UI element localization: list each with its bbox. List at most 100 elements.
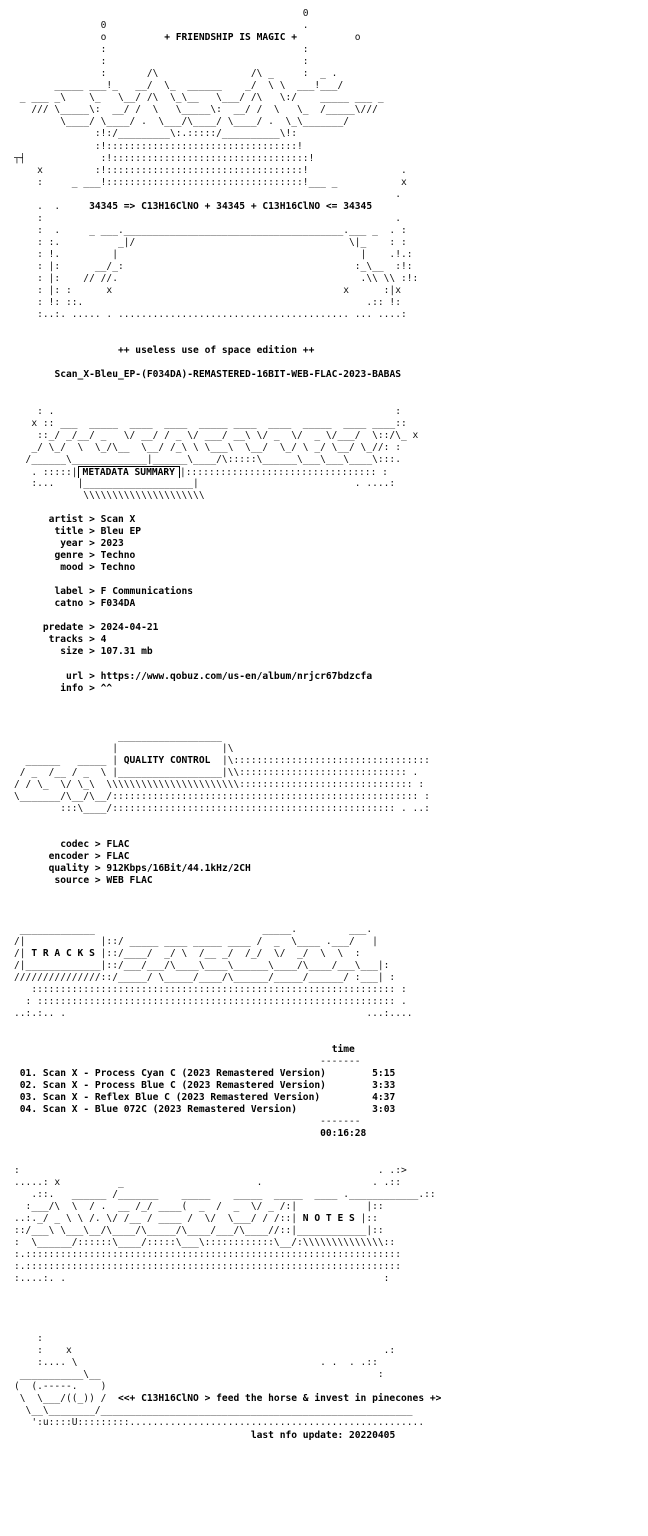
metadata-header: . :::::|METADATA SUMMARY|:::::::::::::::… <box>14 465 638 478</box>
ascii-art: : : <box>14 44 309 56</box>
meta-artist-value: Scan X <box>100 513 136 525</box>
ascii-art: ::::::::::::::::::::::::::::::::::::::::… <box>14 983 407 995</box>
tracks-time-header: time <box>14 1044 638 1056</box>
meta-mood-value: Techno <box>100 562 136 574</box>
formula-line: . . 34345 => C13H16ClNO + 34345 + C13H16… <box>14 200 373 212</box>
ascii-art: : <box>14 1333 43 1345</box>
last-update: last nfo update: 20220405 <box>250 1429 396 1441</box>
ascii-art: x :!::::::::::::::::::::::::::::::::::! … <box>14 164 407 176</box>
meta-tracks: tracks > 4 <box>48 634 107 646</box>
ascii-art: :.... \ . . . .:: <box>14 1357 378 1369</box>
ascii-art: : : <box>14 56 309 68</box>
tracks-total-line: 00:16:28 <box>14 1128 638 1140</box>
ascii-art: /| |::/ _____ ____ _____ ____ / _ \____ … <box>14 935 378 947</box>
ascii-art: : |: : x x :|x <box>14 285 401 297</box>
ascii-art: /// \_____\: __/ / \ \_____\: __/ / \ \_… <box>14 104 378 116</box>
track-time: 3:03 <box>372 1104 396 1116</box>
meta-size-value: 107.31 mb <box>100 646 153 658</box>
quality-title: QUALITY CONTROL <box>123 754 211 766</box>
footer-text-line: \ \___/((_)) / <<+ C13H16ClNO > feed the… <box>14 1393 442 1405</box>
meta-url: url > https://www.qobuz.com/us-en/album/… <box>65 670 373 682</box>
meta-url-link[interactable]: https://www.qobuz.com/us-en/album/nrjcr6… <box>100 670 373 682</box>
ascii-art: 0 . <box>14 20 309 32</box>
ascii-art: :!:/_________\:.:::::/__________\!: <box>14 128 298 140</box>
footer-text: <<+ C13H16ClNO > feed the horse & invest… <box>117 1393 442 1405</box>
ascii-art: ------- <box>14 1056 361 1068</box>
ascii-art: :::\____/:::::::::::::::::::::::::::::::… <box>14 803 430 815</box>
track-title: Scan X - Reflex Blue C (2023 Remastered … <box>42 1092 321 1104</box>
track-time: 3:33 <box>372 1080 396 1092</box>
nfo-title-line: o + FRIENDSHIP IS MAGIC + o <box>14 32 361 44</box>
quality-encoder-value: FLAC <box>106 851 130 863</box>
meta-mood: mood > Techno <box>60 562 136 574</box>
ascii-art: / / \_ \/ \_\ \\\\\\\\\\\\\\\\\\\\\\\:::… <box>14 779 425 790</box>
ascii-art: ///////////////::/_____/ \_____/____/\__… <box>14 971 396 983</box>
quality-quality-value: 912Kbps/16Bit/44.1kHz/2CH <box>106 863 251 875</box>
ascii-art: _/ \_/ \ \_/\__ \__/ /_\ \ \___\ \__/ \_… <box>14 441 401 453</box>
quality-encoder: encoder > FLAC <box>48 851 130 863</box>
release-name: Scan_X-Bleu_EP-(F034DA)-REMASTERED-16BIT… <box>54 369 401 381</box>
ascii-art: ':u::::U:::::::::.......................… <box>14 1417 425 1429</box>
ascii-art: : . <box>14 212 401 224</box>
meta-tracks-value: 4 <box>100 634 107 646</box>
quality-codec-value: FLAC <box>106 839 130 851</box>
notes-header: ..:._/ _ \ \ /. \/ /__ / ____ / \/ \___/… <box>14 1212 378 1224</box>
track-time: 5:15 <box>372 1068 396 1080</box>
meta-catno-value: F034DA <box>100 598 136 610</box>
quality-header: ______ _____ | QUALITY CONTROL |\:::::::… <box>14 754 430 766</box>
ascii-art: . <box>14 188 401 200</box>
ascii-art: : !: ::. .:: !: <box>14 297 401 309</box>
ascii-art: \_______/\__/\__/:::::::::::::::::::::::… <box>14 791 430 803</box>
quality-codec: codec > FLAC <box>60 839 130 851</box>
track-title: Scan X - Process Blue C (2023 Remastered… <box>42 1080 326 1092</box>
quality-source-value: WEB FLAC <box>106 875 153 887</box>
ascii-art: \__\________/___________________________… <box>14 1405 413 1417</box>
nfo-document: 0 0 . o + FRIENDSHIP IS MAGIC + o : : : <box>14 8 638 1442</box>
metadata-title: METADATA SUMMARY <box>77 465 180 478</box>
tracks-header: /| T R A C K S |::/____/ _/ \ /__ _/ /_/… <box>14 947 361 959</box>
ascii-art: :.::::::::::::::::::::::::::::::::::::::… <box>14 1260 401 1272</box>
ascii-art: : \______/::::::\____/:::::\___\::::::::… <box>14 1236 396 1248</box>
ascii-art: : !. | | .!.: <box>14 248 413 260</box>
ascii-art: / _ /__ / _ \ |__________________|\\::::… <box>14 766 419 778</box>
meta-label: label > F Communications <box>54 586 194 598</box>
ascii-art: : . .:> <box>14 1164 407 1176</box>
ascii-art: x :: ___ _____ ____ ____ _____ ____ ____… <box>14 417 407 429</box>
edition-line: ++ useless use of space edition ++ <box>14 345 638 357</box>
ascii-art: ::_/ _/__/ _ \/ __/ / _ \/ ___/ __\ \/ _… <box>14 429 419 441</box>
ascii-art: :..:. ..... . ..........................… <box>14 309 407 321</box>
meta-predate-value: 2024-04-21 <box>100 622 159 634</box>
formula: 34345 => C13H16ClNO + 34345 + C13H16ClNO… <box>89 200 373 212</box>
ascii-art: _ ___ _\ \_ \__/ /\ \_\__ \___/ /\ \:/ _… <box>14 92 384 104</box>
last-update-line: last nfo update: 20220405 <box>14 1430 638 1442</box>
ascii-art: .....: x _ . . .:: <box>14 1176 401 1188</box>
track-title: Scan X - Process Cyan C (2023 Remastered… <box>42 1068 326 1080</box>
ascii-art: :... |___________________| . ....: <box>14 477 396 489</box>
ascii-art: : . : <box>14 405 401 417</box>
track-number: 03. <box>19 1092 38 1104</box>
ascii-art: ___________\__ : <box>14 1369 384 1381</box>
ascii-art: \\\\\\\\\\\\\\\\\\\\\ <box>14 489 205 501</box>
track-title: Scan X - Blue 072C (2023 Remastered Vers… <box>42 1104 298 1116</box>
meta-genre: genre > Techno <box>54 550 136 562</box>
ascii-art: /______\_____________|______\____/\:::::… <box>14 453 401 465</box>
meta-size: size > 107.31 mb <box>60 646 153 658</box>
ascii-art: _____________ _____. ___. <box>14 923 373 935</box>
meta-year: year > 2023 <box>60 538 124 550</box>
quality-quality: quality > 912Kbps/16Bit/44.1kHz/2CH <box>48 863 251 875</box>
track-row: 02. Scan X - Process Blue C (2023 Remast… <box>14 1080 638 1092</box>
time-header: time <box>331 1044 355 1056</box>
track-row: 01. Scan X - Process Cyan C (2023 Remast… <box>14 1068 638 1080</box>
notes-title: N O T E S <box>302 1212 355 1224</box>
quality-source: source > WEB FLAC <box>54 875 153 887</box>
ascii-art: : |: __/_: :_\__ :!: <box>14 260 413 272</box>
release-line: Scan_X-Bleu_EP-(F034DA)-REMASTERED-16BIT… <box>14 369 638 381</box>
meta-predate: predate > 2024-04-21 <box>42 622 159 634</box>
ascii-art: /|_____________|::/___/___/\____\____\__… <box>14 959 390 971</box>
track-row: 04. Scan X - Blue 072C (2023 Remastered … <box>14 1104 638 1116</box>
ascii-art: ( (.-----. ) <box>14 1381 107 1393</box>
tracks-title: T R A C K S <box>31 947 95 959</box>
ascii-art: \____/ \____/ . \___/\____/ \____/ . \_\… <box>14 116 350 128</box>
ascii-art: 0 <box>14 8 309 19</box>
meta-year-value: 2023 <box>100 538 124 550</box>
